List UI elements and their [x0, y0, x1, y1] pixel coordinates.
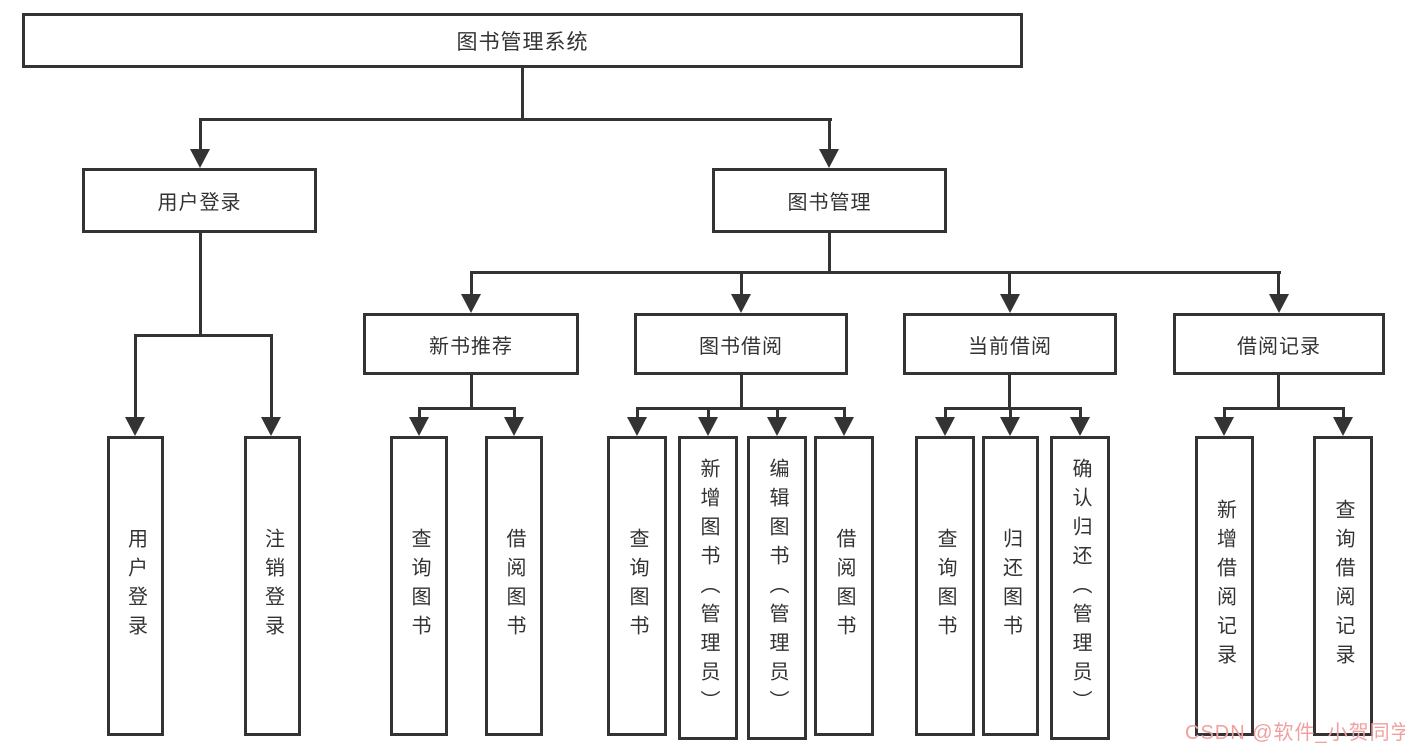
leaf-br-query-record: 查询借阅记录	[1313, 436, 1373, 736]
connector-bb-query-drop	[636, 407, 639, 419]
arrow-to-user-login-leaf-icon	[125, 417, 145, 436]
leaf-bb-borrow-books: 借阅图书	[814, 436, 874, 736]
node-new-book-recommend: 新书推荐	[363, 313, 579, 375]
node-root: 图书管理系统	[22, 13, 1023, 68]
watermark: CSDN @软件_小贺同学	[1185, 722, 1405, 744]
connector-logout-drop	[270, 334, 273, 418]
connector-book-mgmt-rail	[470, 271, 1281, 274]
leaf-user-login: 用户登录	[107, 436, 164, 736]
connector-root-rail	[199, 118, 832, 121]
arrow-to-new-book-icon	[461, 294, 481, 313]
connector-book-mgmt-stem	[828, 233, 831, 271]
connector-br-add-drop	[1223, 407, 1226, 419]
arrow-to-logout-icon	[261, 417, 281, 436]
connector-bb-edit-drop	[776, 407, 779, 419]
arrow-to-nbr-query-icon	[409, 417, 429, 436]
arrow-to-bb-borrow-icon	[834, 417, 854, 436]
leaf-bb-edit-books: 编辑图书（管理员）	[747, 436, 807, 740]
connector-root-stem	[521, 68, 524, 118]
arrow-to-nbr-borrow-icon	[504, 417, 524, 436]
connector-user-login-stem	[199, 233, 202, 334]
connector-nbr-rail	[418, 407, 516, 410]
connector-records-drop	[1277, 271, 1280, 295]
node-borrowing-records: 借阅记录	[1173, 313, 1385, 375]
connector-cb-query-drop	[944, 407, 947, 419]
leaf-cb-return-books: 归还图书	[982, 436, 1039, 736]
connector-br-query-drop	[1342, 407, 1345, 419]
connector-cb-confirm-drop	[1079, 407, 1082, 419]
connector-bb-add-drop	[707, 407, 710, 419]
arrow-to-user-login-icon	[190, 149, 210, 168]
arrow-to-br-add-icon	[1214, 417, 1234, 436]
connector-cb-stem	[1008, 375, 1011, 407]
connector-cb-return-drop	[1009, 407, 1012, 419]
connector-nbr-query-drop	[418, 407, 421, 419]
connector-user-login-rail	[134, 334, 273, 337]
leaf-bb-query-books: 查询图书	[607, 436, 667, 736]
arrow-to-current-icon	[1000, 294, 1020, 313]
arrow-to-cb-confirm-icon	[1070, 417, 1090, 436]
connector-bb-stem	[740, 375, 743, 407]
arrow-to-cb-query-icon	[935, 417, 955, 436]
arrow-to-borrowing-icon	[731, 294, 751, 313]
arrow-to-records-icon	[1269, 294, 1289, 313]
connector-user-login-drop	[199, 118, 202, 150]
leaf-bb-add-books: 新增图书（管理员）	[678, 436, 738, 740]
connector-br-stem	[1277, 375, 1280, 407]
connector-cb-rail	[944, 407, 1082, 410]
connector-new-book-drop	[470, 271, 473, 295]
connector-book-mgmt-drop	[828, 118, 831, 150]
connector-current-drop	[1008, 271, 1011, 295]
connector-bb-rail	[636, 407, 846, 410]
arrow-to-bb-add-icon	[698, 417, 718, 436]
leaf-br-add-record: 新增借阅记录	[1195, 436, 1254, 736]
arrow-to-bb-query-icon	[627, 417, 647, 436]
connector-br-rail	[1223, 407, 1345, 410]
arrow-to-book-mgmt-icon	[819, 149, 839, 168]
connector-nbr-stem	[470, 375, 473, 407]
leaf-nbr-borrow-books: 借阅图书	[485, 436, 543, 736]
leaf-cb-query-books: 查询图书	[915, 436, 975, 736]
node-book-borrowing: 图书借阅	[634, 313, 848, 375]
node-book-management: 图书管理	[712, 168, 947, 233]
node-user-login: 用户登录	[82, 168, 317, 233]
arrow-to-bb-edit-icon	[767, 417, 787, 436]
node-current-borrowing: 当前借阅	[903, 313, 1117, 375]
connector-nbr-borrow-drop	[513, 407, 516, 419]
connector-bb-borrow-drop	[843, 407, 846, 419]
connector-borrowing-drop	[740, 271, 743, 295]
leaf-cb-confirm-return: 确认归还（管理员）	[1050, 436, 1110, 740]
connector-user-login-leaf-drop	[134, 334, 137, 418]
leaf-logout: 注销登录	[244, 436, 301, 736]
arrow-to-cb-return-icon	[1000, 417, 1020, 436]
arrow-to-br-query-icon	[1333, 417, 1353, 436]
leaf-nbr-query-books: 查询图书	[390, 436, 448, 736]
